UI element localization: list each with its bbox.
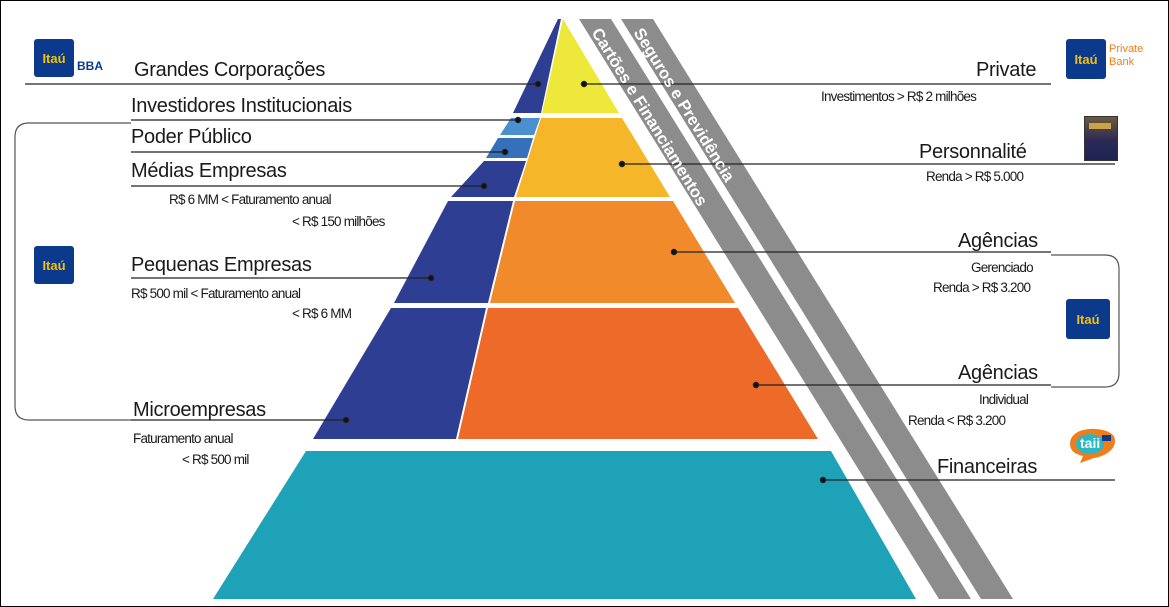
label-agencias-gerenciado: Agências (958, 230, 1038, 252)
label-micro-sub2: < R$ 500 mil (182, 452, 249, 467)
label-private-sub: Investimentos > R$ 2 milhões (821, 89, 977, 104)
label-micro-sub1: Faturamento anual (133, 431, 234, 446)
right-connectors (580, 80, 1115, 484)
segment-private (542, 19, 619, 113)
label-financeiras: Financeiras (937, 456, 1038, 478)
label-poder-publico: Poder Público (131, 126, 252, 148)
segment-microempresas (313, 308, 486, 439)
segment-poder-publico (486, 138, 533, 158)
private-bank-line1: Private (1109, 43, 1144, 55)
segment-grandes-corporacoes (513, 19, 561, 113)
label-medias-sub2: < R$ 150 milhões (292, 214, 385, 229)
label-agencias-gerenciado-sub1: Gerenciado (971, 260, 1034, 275)
itau-private-bank-logo: Itaú (1066, 39, 1106, 79)
itau-logo-text: Itaú (1074, 51, 1098, 67)
segment-agencias-gerenciado (490, 201, 735, 303)
left-bracket (14, 122, 131, 421)
label-pequenas-sub2: < R$ 6 MM (292, 306, 352, 321)
label-medias-sub1: R$ 6 MM < Faturamento anual (169, 192, 332, 207)
label-medias-empresas: Médias Empresas (131, 160, 287, 182)
itau-logo-text: Itaú (42, 50, 66, 66)
itau-logo-right: Itaú (1066, 299, 1110, 339)
label-pequenas-empresas: Pequenas Empresas (131, 254, 312, 276)
private-bank-text: Private Bank (1109, 43, 1143, 69)
label-grandes-corporacoes: Grandes Corporações (134, 59, 326, 81)
segment-financeiras (213, 451, 916, 599)
segment-agencias-individual (458, 308, 818, 439)
left-connectors (25, 80, 542, 424)
label-agencias-individual-sub2: Renda < R$ 3.200 (908, 413, 1006, 428)
segment-medias-empresas (451, 161, 526, 197)
label-personnalite: Personnalité (919, 141, 1027, 163)
private-bank-line2: Bank (1109, 56, 1135, 68)
label-agencias-individual-sub1: Individual (979, 392, 1029, 407)
itau-logo-text: Itaú (42, 257, 66, 273)
itau-logo-text: Itaú (1076, 311, 1100, 327)
label-investidores-institucionais: Investidores Institucionais (131, 95, 352, 117)
label-microempresas: Microempresas (133, 399, 266, 421)
taii-logo: taii (1066, 426, 1118, 464)
label-agencias-gerenciado-sub2: Renda > R$ 3.200 (933, 280, 1031, 295)
label-agencias-individual: Agências (958, 362, 1038, 384)
segment-personnalite (516, 118, 670, 197)
itau-bba-logo: Itaú (34, 39, 74, 77)
taii-logo-text: taii (1080, 435, 1101, 451)
segment-investidores (500, 118, 540, 135)
itau-logo-left: Itaú (34, 246, 74, 284)
taii-logo-shape (1070, 428, 1116, 463)
label-private: Private (976, 59, 1037, 81)
label-personnalite-sub: Renda > R$ 5.000 (926, 169, 1024, 184)
right-bracket (1051, 254, 1120, 388)
personnalite-card-icon (1084, 116, 1118, 161)
bba-text: BBA (77, 59, 103, 73)
label-pequenas-sub1: R$ 500 mil < Faturamento anual (131, 286, 301, 301)
